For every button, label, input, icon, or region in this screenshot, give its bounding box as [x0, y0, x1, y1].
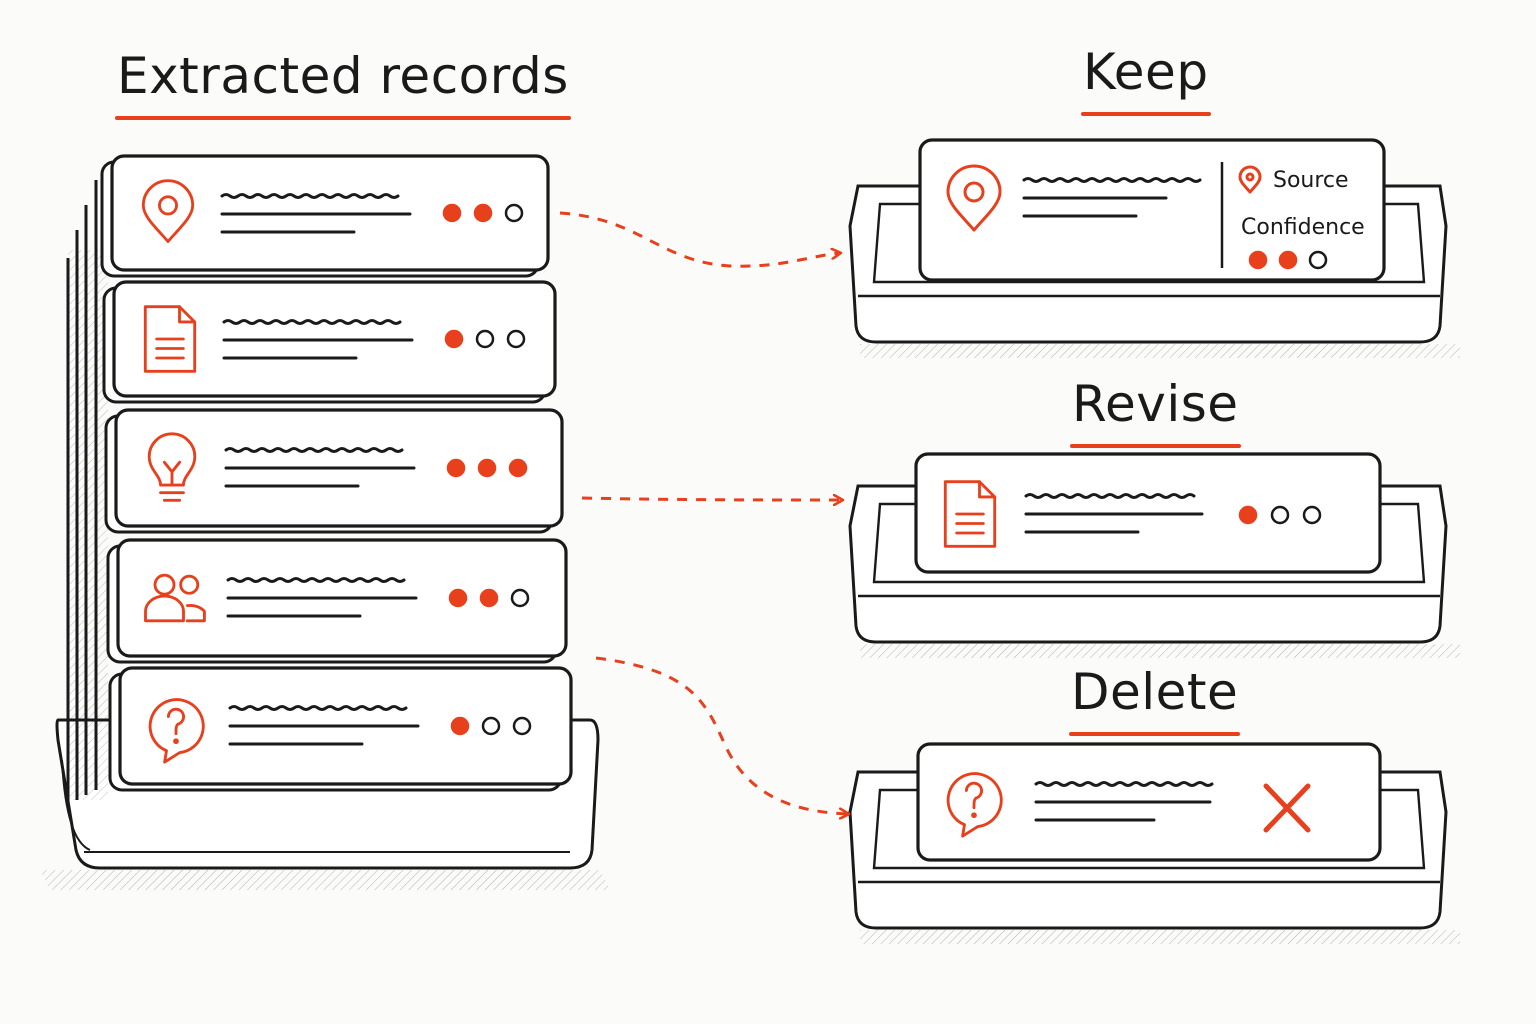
lightbulb-icon [147, 432, 197, 502]
confidence-dot-filled [1238, 505, 1258, 525]
confidence-dot-filled [450, 716, 470, 736]
confidence-dot-empty [481, 716, 501, 736]
extracted-records-heading: Extracted records [115, 47, 571, 120]
record-card [106, 538, 568, 664]
record-title-scribble [226, 577, 406, 583]
confidence-dot-filled [477, 458, 497, 478]
tray-shadow [860, 930, 1460, 944]
confidence-dot-filled [446, 458, 466, 478]
question-bubble-icon [148, 698, 205, 764]
document-icon [943, 480, 997, 548]
confidence-dot-empty [1302, 505, 1322, 525]
confidence-dot-filled [508, 458, 528, 478]
flow-arrows [559, 211, 848, 814]
map-pin-icon [141, 179, 195, 243]
record-card [104, 408, 564, 534]
confidence-label: Confidence [1241, 215, 1365, 240]
delete-record-card [916, 742, 1382, 862]
keep-record-card [918, 138, 1386, 282]
document-icon [143, 305, 197, 373]
confidence-dot-empty [1308, 250, 1328, 270]
confidence-dot-empty [506, 329, 526, 349]
record-title-scribble [228, 705, 408, 711]
tray-shadow [860, 644, 1460, 658]
delete-heading: Delete [1068, 663, 1241, 736]
confidence-dot-filled [442, 203, 462, 223]
flow-arrow-to-keep [559, 211, 840, 268]
confidence-dot-empty [1270, 505, 1290, 525]
record-title-scribble [1022, 177, 1202, 183]
record-title-scribble [1024, 493, 1196, 499]
confidence-dot-filled [448, 588, 468, 608]
keep-card-face [918, 138, 1386, 282]
flow-arrow-to-revise [581, 498, 842, 500]
confidence-dot-empty [512, 716, 532, 736]
confidence-dot-filled [444, 329, 464, 349]
question-bubble-icon [946, 772, 1003, 838]
small-pin-icon [1238, 165, 1262, 194]
confidence-dot-filled [1278, 250, 1298, 270]
confidence-dot-filled [479, 588, 499, 608]
revise-record-card [914, 452, 1382, 574]
delete-x-icon [1263, 783, 1311, 833]
confidence-dot-empty [504, 203, 524, 223]
confidence-dot-empty [475, 329, 495, 349]
flow-arrow-to-delete [595, 656, 848, 814]
record-title-scribble [224, 447, 404, 453]
confidence-dot-empty [510, 588, 530, 608]
people-icon [144, 573, 206, 623]
record-card [102, 280, 557, 404]
keep-heading: Keep [1081, 43, 1211, 116]
record-title-scribble [1034, 781, 1214, 787]
record-title-scribble [220, 193, 400, 199]
source-label: Source [1273, 168, 1349, 193]
record-card [100, 154, 550, 278]
confidence-dot-filled [473, 203, 493, 223]
confidence-dot-filled [1248, 250, 1268, 270]
record-card [108, 666, 573, 792]
records-stack [100, 154, 573, 792]
revise-heading: Revise [1070, 375, 1241, 448]
map-pin-icon [946, 164, 1002, 232]
record-title-scribble [222, 319, 402, 325]
tray-shadow [860, 344, 1460, 358]
